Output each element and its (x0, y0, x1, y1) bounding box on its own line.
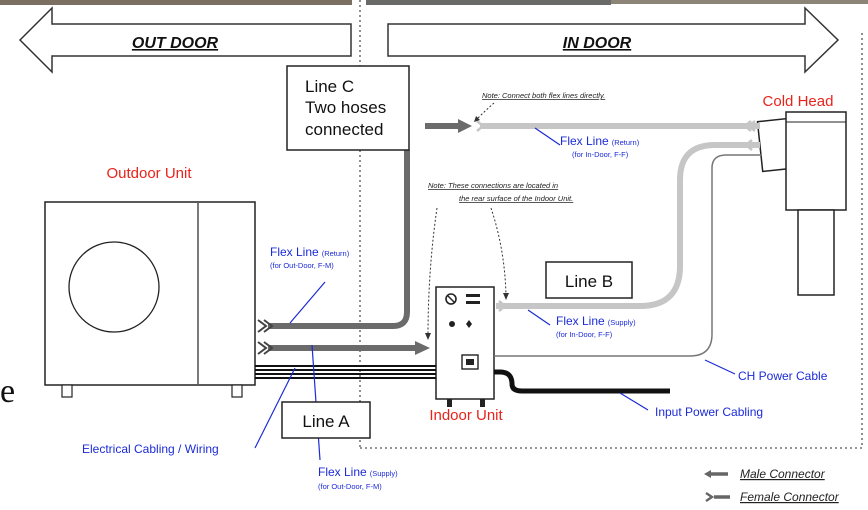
flex-return-outdoor-label: Flex Line(Return) (270, 245, 350, 259)
line-c-line2: Two hoses (305, 98, 386, 117)
photo-strip-mid (366, 0, 611, 5)
note-rear-surface-line1: Note: These connections are located in (428, 181, 558, 190)
note-connect-direct: Note: Connect both flex lines directly. (482, 91, 605, 100)
line-a-label: Line A (302, 412, 350, 431)
line-c-title: Line C (305, 77, 354, 96)
flex-return-indoor-label: Flex Line(Return) (560, 134, 640, 148)
indoor-zone-label: IN DOOR (563, 35, 632, 52)
line-c-hose (268, 150, 407, 326)
flex-return-outdoor-detail: (for Out-Door, F-M) (270, 261, 334, 270)
line-c-male-arrowhead (458, 119, 472, 133)
flex-supply-indoor-label: Flex Line(Supply) (556, 314, 636, 328)
outdoor-unit-label: Outdoor Unit (106, 165, 192, 182)
note-rear-surface-line2: the rear surface of the Indoor Unit. (459, 194, 573, 203)
ch-power-cable-label: CH Power Cable (738, 369, 828, 383)
outdoor-zone-label: OUT DOOR (132, 35, 219, 52)
electrical-cabling (255, 366, 436, 378)
photo-strip-right (611, 0, 868, 4)
legend-male-label: Male Connector (740, 467, 826, 481)
flex-supply-indoor-detail: (for In-Door, F-F) (556, 330, 613, 339)
photo-strip-left (0, 0, 352, 5)
electrical-cabling-label: Electrical Cabling / Wiring (82, 442, 219, 456)
flex-return-indoor-detail: (for In-Door, F-F) (572, 150, 629, 159)
line-b-label: Line B (565, 272, 613, 291)
line-a-male-arrowhead (415, 341, 430, 355)
line-c-line3: connected (305, 120, 383, 139)
flex-supply-outdoor-label: Flex Line(Supply) (318, 465, 398, 479)
legend-female-label: Female Connector (740, 490, 840, 504)
outdoor-unit (45, 202, 255, 397)
indoor-unit-label: Indoor Unit (429, 407, 503, 424)
cold-head-label: Cold Head (763, 93, 834, 110)
indoor-unit (436, 287, 494, 407)
cold-head (757, 112, 846, 295)
cropped-edge-letter: e (0, 373, 15, 410)
input-power-cable (494, 372, 670, 391)
input-power-cabling-label: Input Power Cabling (655, 405, 763, 419)
flex-supply-outdoor-detail: (for Out-Door, F-M) (318, 482, 382, 491)
